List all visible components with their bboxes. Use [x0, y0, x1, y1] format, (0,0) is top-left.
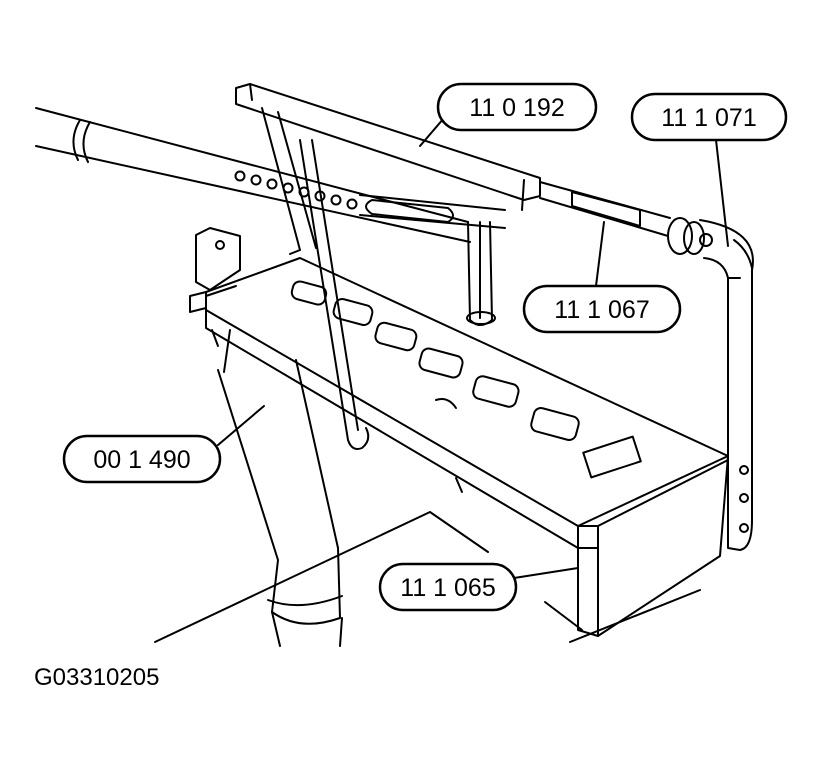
- long-arm: [35, 107, 506, 243]
- callout-11-0-192: 11 0 192: [436, 82, 598, 132]
- callout-11-1-071: 11 1 071: [630, 92, 788, 142]
- figure-id: G03310205: [34, 664, 160, 691]
- callout-00-1-490: 00 1 490: [62, 434, 222, 484]
- callout-11-1-067: 11 1 067: [522, 284, 682, 334]
- callout-11-1-065: 11 1 065: [378, 562, 518, 612]
- callout-label-11-1-067: 11 1 067: [554, 296, 649, 324]
- callout-label-11-1-071: 11 1 071: [661, 104, 756, 132]
- leader-lines: [217, 117, 729, 579]
- rear-bracket: [189, 227, 241, 313]
- t-handle: [235, 83, 541, 450]
- adjusting-rod: [539, 181, 713, 255]
- callout-label-11-1-065: 11 1 065: [400, 574, 495, 602]
- callout-label-11-0-192: 11 0 192: [469, 94, 564, 122]
- tray: [205, 257, 729, 637]
- side-arm: [699, 219, 754, 551]
- support-column: [217, 329, 343, 647]
- tray-slots: [290, 280, 580, 441]
- callout-label-00-1-490: 00 1 490: [93, 446, 190, 474]
